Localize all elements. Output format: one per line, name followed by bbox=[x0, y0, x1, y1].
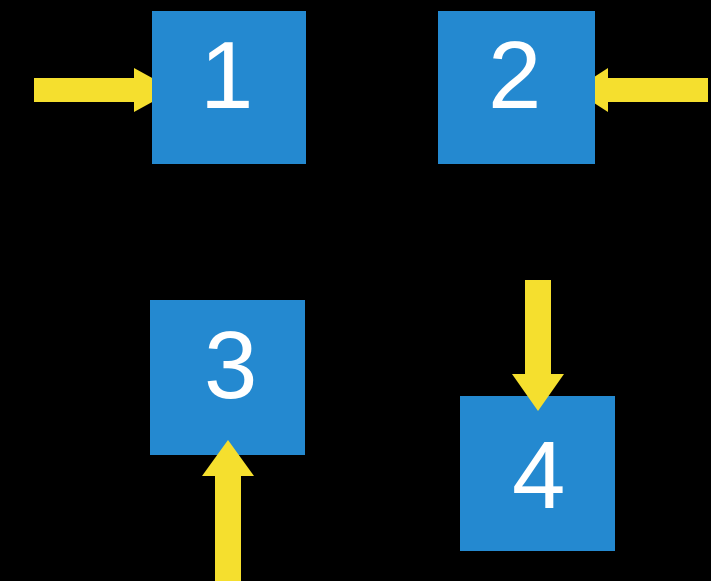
node-label-3: 3 bbox=[204, 312, 258, 419]
node-label-4: 4 bbox=[512, 422, 566, 529]
arrow-left-into-node-2 bbox=[574, 68, 708, 112]
node-box-1[interactable] bbox=[152, 11, 306, 164]
arrow-right-into-node-1 bbox=[34, 68, 174, 112]
arrow-up-into-node-3 bbox=[202, 440, 254, 581]
node-box-2[interactable] bbox=[438, 11, 595, 164]
arrow-down-into-node-4 bbox=[512, 280, 564, 411]
node-box-4[interactable] bbox=[460, 396, 615, 551]
node-label-2: 2 bbox=[488, 22, 542, 129]
node-box-3[interactable] bbox=[150, 300, 305, 455]
node-label-1: 1 bbox=[200, 22, 254, 129]
